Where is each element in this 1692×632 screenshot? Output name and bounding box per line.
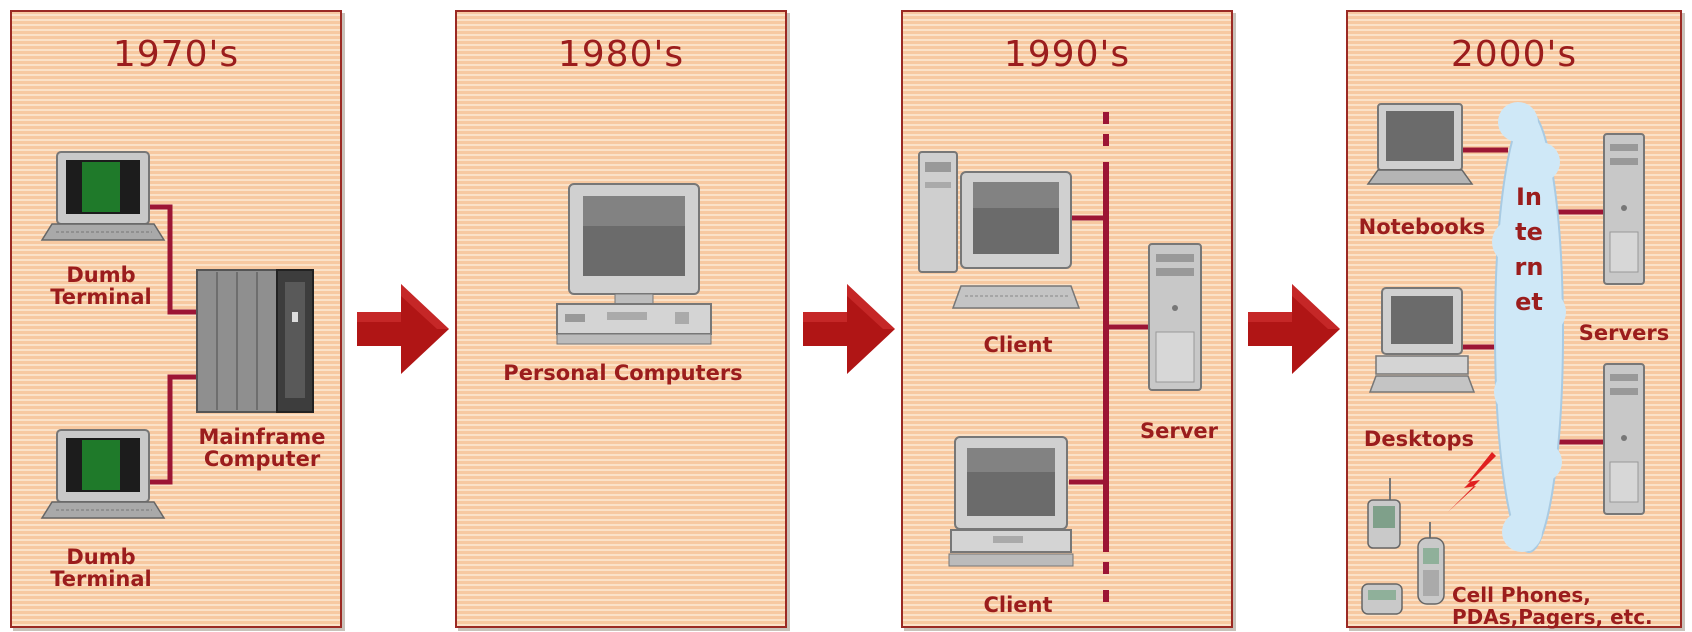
- cell-phone-icon: [1417, 522, 1445, 605]
- dumb-terminal-icon-bottom: [40, 429, 166, 519]
- era-title-1980s: 1980's: [557, 34, 685, 75]
- notebook-laptop-icon: [1366, 103, 1474, 185]
- personal-computers-label: Personal Computers: [503, 361, 743, 385]
- arrow-right-icon: [1248, 284, 1340, 374]
- client-server-diagram: [918, 112, 1202, 602]
- server-label: Server: [1139, 419, 1218, 443]
- panel-2000s: 2000's: [1346, 10, 1682, 628]
- dumb-terminal-icon-top: [40, 151, 166, 241]
- era-title-1990s: 1990's: [1003, 34, 1131, 75]
- personal-computer-diagram: [556, 183, 712, 345]
- mobile-devices-label: Cell Phones, PDAs,Pagers, etc.: [1452, 583, 1653, 629]
- personal-computer-icon: [556, 183, 712, 345]
- server-tower-icon: [1148, 243, 1202, 391]
- server-tower-icon-bottom: [1603, 363, 1645, 515]
- panel-1980s: 1980's Personal Computers: [455, 10, 787, 628]
- pda-icon: [1367, 478, 1401, 549]
- internet-network-diagram: [1361, 102, 1645, 615]
- servers-label: Servers: [1578, 321, 1670, 345]
- mainframe-icon: [196, 269, 314, 413]
- internet-label: Internet: [1514, 183, 1544, 316]
- era-title-2000s: 2000's: [1450, 34, 1578, 75]
- client-computer-icon-bottom: [948, 436, 1074, 567]
- pager-icon: [1361, 583, 1403, 615]
- panel-1970s: 1970's D: [10, 10, 342, 628]
- era-title-1970s: 1970's: [112, 34, 240, 75]
- mainframe-label: Mainframe Computer: [198, 425, 326, 471]
- dumb-terminal-label-bottom: Dumb Terminal: [50, 545, 152, 591]
- desktops-label: Desktops: [1363, 427, 1475, 451]
- panel-1990s: 1990's: [901, 10, 1233, 628]
- internet-cloud-icon: [1492, 102, 1566, 553]
- server-tower-icon-top: [1603, 133, 1645, 285]
- notebooks-label: Notebooks: [1358, 215, 1486, 239]
- client-label-bottom: Client: [983, 593, 1053, 617]
- lightning-bolt-icon: [1448, 452, 1496, 512]
- client-label-top: Client: [983, 333, 1053, 357]
- client-computer-icon-top: [918, 151, 1081, 309]
- desktop-computer-icon: [1368, 287, 1476, 393]
- dumb-terminal-label-top: Dumb Terminal: [50, 263, 152, 309]
- arrow-right-icon: [357, 284, 449, 374]
- mainframe-network-diagram: [40, 151, 314, 519]
- arrow-right-icon: [803, 284, 895, 374]
